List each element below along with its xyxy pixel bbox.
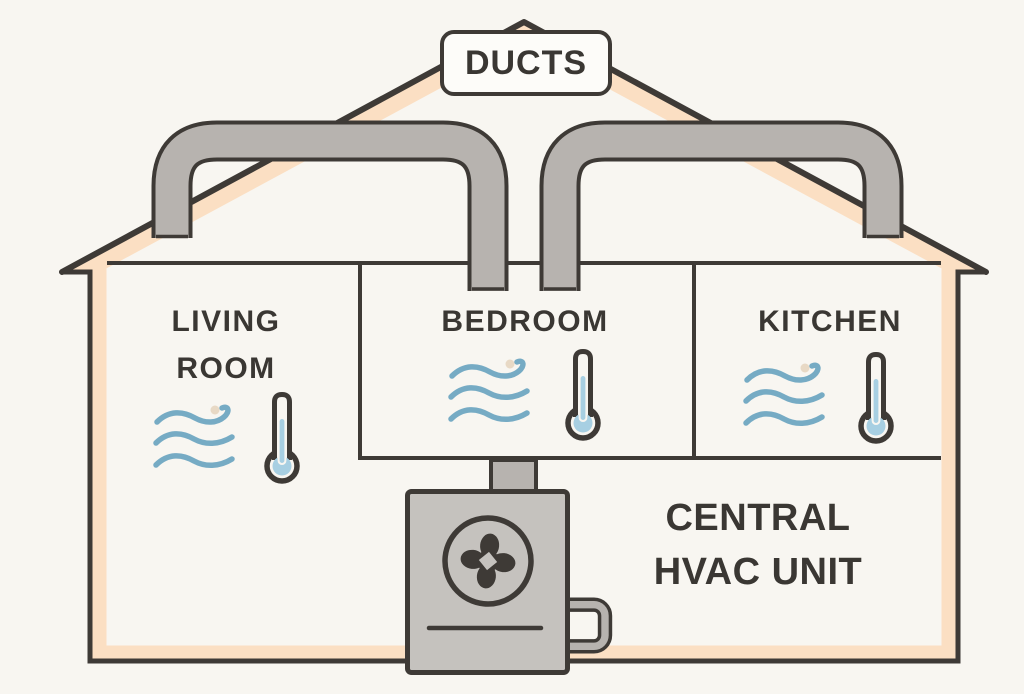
central-hvac-unit-label: CENTRAL HVAC UNIT [653,497,863,593]
air-waves-icon [156,406,232,466]
air-waves-icon [451,360,527,420]
room-label-kitchen: KITCHEN [758,305,902,338]
fan-icon [442,515,534,607]
room-label-bedroom: BEDROOM [441,305,609,338]
thermometer-icon [861,355,891,442]
roof-outline [59,19,989,275]
right-duct [539,120,904,291]
ducts-label: DUCTS [440,30,612,96]
room-label-living-room: LIVING ROOM [171,305,281,385]
air-waves-icon [746,364,822,424]
thermometer-icon [568,352,598,439]
thermometer-icon [267,395,297,482]
left-duct [151,120,509,291]
